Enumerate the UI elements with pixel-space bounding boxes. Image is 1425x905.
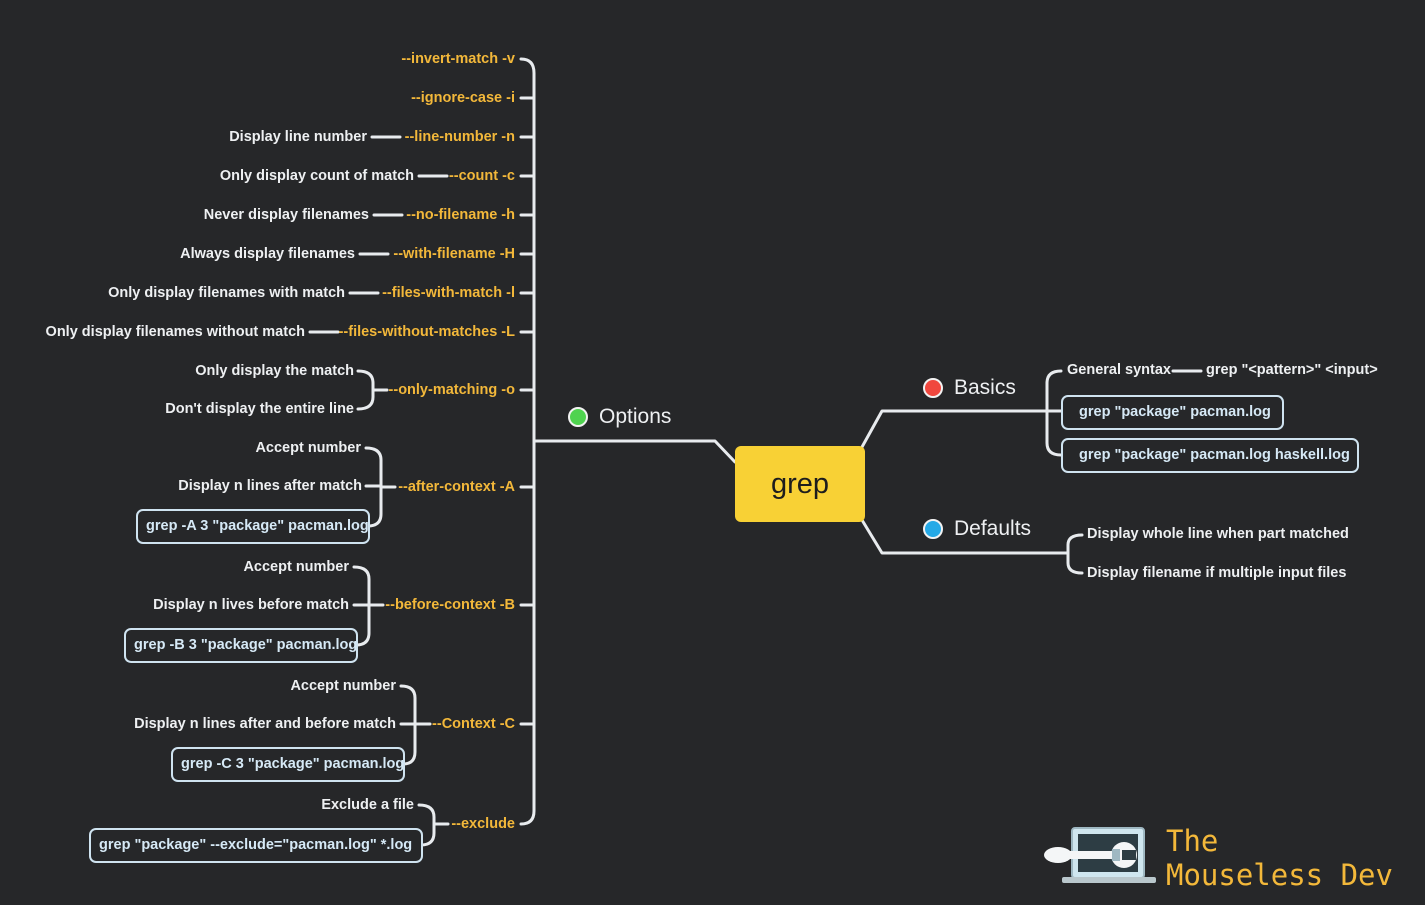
- basics-example-1[interactable]: grep "package" pacman.log: [1061, 395, 1284, 430]
- brand-line-2: Mouseless Dev: [1166, 858, 1393, 892]
- desc-with-filename: Always display filenames: [180, 246, 355, 262]
- example-exclude[interactable]: grep "package" --exclude="pacman.log" *.…: [89, 828, 423, 863]
- basics-dot-icon: [923, 378, 943, 398]
- example-after-context[interactable]: grep -A 3 "package" pacman.log: [136, 509, 370, 544]
- flag-files-with-match[interactable]: --files-with-match -l: [382, 285, 515, 301]
- flag-exclude[interactable]: --exclude: [451, 816, 515, 832]
- brand-line-1: The: [1166, 824, 1219, 858]
- flag-invert-match[interactable]: --invert-match -v: [401, 51, 515, 67]
- desc-only-matching-1: Only display the match: [195, 363, 354, 379]
- flag-ignore-case[interactable]: --ignore-case -i: [411, 90, 515, 106]
- desc-after-context-2: Display n lines after match: [178, 478, 362, 494]
- desc-files-without-matches: Only display filenames without match: [45, 324, 305, 340]
- brand-text: The Mouseless Dev: [1166, 824, 1393, 892]
- flag-after-context[interactable]: --after-context -A: [398, 479, 515, 495]
- desc-exclude-1: Exclude a file: [321, 797, 414, 813]
- desc-only-matching-2: Don't display the entire line: [165, 401, 354, 417]
- basics-example-2[interactable]: grep "package" pacman.log haskell.log: [1061, 438, 1359, 473]
- mouseless-dev-logo-icon: [1044, 827, 1156, 883]
- flag-no-filename[interactable]: --no-filename -h: [406, 207, 515, 223]
- example-before-context[interactable]: grep -B 3 "package" pacman.log: [124, 628, 358, 663]
- topic-options[interactable]: Options: [599, 405, 672, 428]
- desc-before-context-2: Display n lives before match: [153, 597, 349, 613]
- desc-no-filename: Never display filenames: [203, 207, 369, 223]
- options-dot-icon: [568, 407, 588, 427]
- defaults-dot-icon: [923, 519, 943, 539]
- flag-with-filename[interactable]: --with-filename -H: [393, 246, 515, 262]
- example-context[interactable]: grep -C 3 "package" pacman.log: [171, 747, 405, 782]
- topic-basics[interactable]: Basics: [954, 376, 1016, 399]
- flag-context[interactable]: --Context -C: [432, 716, 515, 732]
- desc-line-number: Display line number: [229, 129, 367, 145]
- desc-after-context-1: Accept number: [255, 440, 361, 456]
- flag-before-context[interactable]: --before-context -B: [385, 597, 515, 613]
- flag-line-number[interactable]: --line-number -n: [404, 129, 515, 145]
- defaults-item-2: Display filename if multiple input files: [1087, 565, 1347, 581]
- topic-defaults[interactable]: Defaults: [954, 517, 1032, 540]
- defaults-item-1: Display whole line when part matched: [1087, 526, 1349, 542]
- basics-syntax-value: grep "<pattern>" <input>: [1206, 362, 1378, 378]
- desc-context-2: Display n lines after and before match: [134, 716, 396, 732]
- desc-context-1: Accept number: [290, 678, 396, 694]
- flag-only-matching[interactable]: --only-matching -o: [388, 382, 515, 398]
- flag-count[interactable]: --count -c: [448, 168, 515, 184]
- desc-before-context-1: Accept number: [243, 559, 349, 575]
- central-topic[interactable]: grep: [735, 446, 865, 522]
- desc-files-with-match: Only display filenames with match: [108, 285, 345, 301]
- basics-syntax-label: General syntax: [1067, 362, 1171, 378]
- desc-count: Only display count of match: [219, 168, 414, 184]
- flag-files-without-matches[interactable]: --files-without-matches -L: [338, 324, 515, 340]
